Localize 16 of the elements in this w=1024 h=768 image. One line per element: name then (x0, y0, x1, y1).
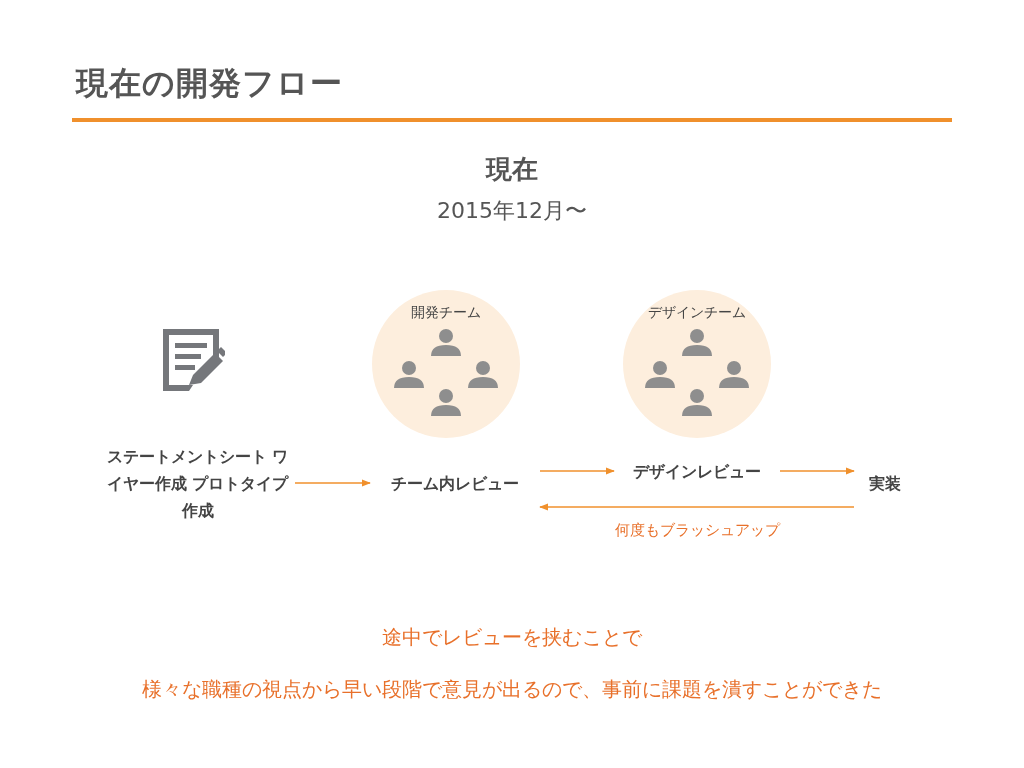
arrow (539, 467, 615, 475)
arrow (539, 503, 855, 511)
step-text: ステートメントシート ワイヤー作成 プロトタイプ作成 (105, 445, 290, 522)
team-name: 開発チーム (410, 304, 482, 322)
arrow (779, 467, 855, 475)
slide-title: 現在の開発フロー (76, 63, 343, 104)
arrow (294, 479, 371, 487)
subtitle-text: 2015年12月〜 (437, 197, 587, 225)
team-name: デザインチーム (647, 304, 747, 322)
step-text: チーム内レビュー (391, 472, 519, 495)
summary-text: 様々な職種の視点から早い段階で意見が出るので、事前に課題を潰すことができた (142, 676, 882, 703)
edge-label: 何度もブラッシュアップ (612, 521, 782, 540)
summary-text: 途中でレビューを挟むことで (382, 624, 642, 651)
step-text: デザインレビュー (633, 460, 761, 483)
step-text: 実装 (869, 472, 901, 495)
subtitle-text: 現在 (486, 153, 538, 186)
